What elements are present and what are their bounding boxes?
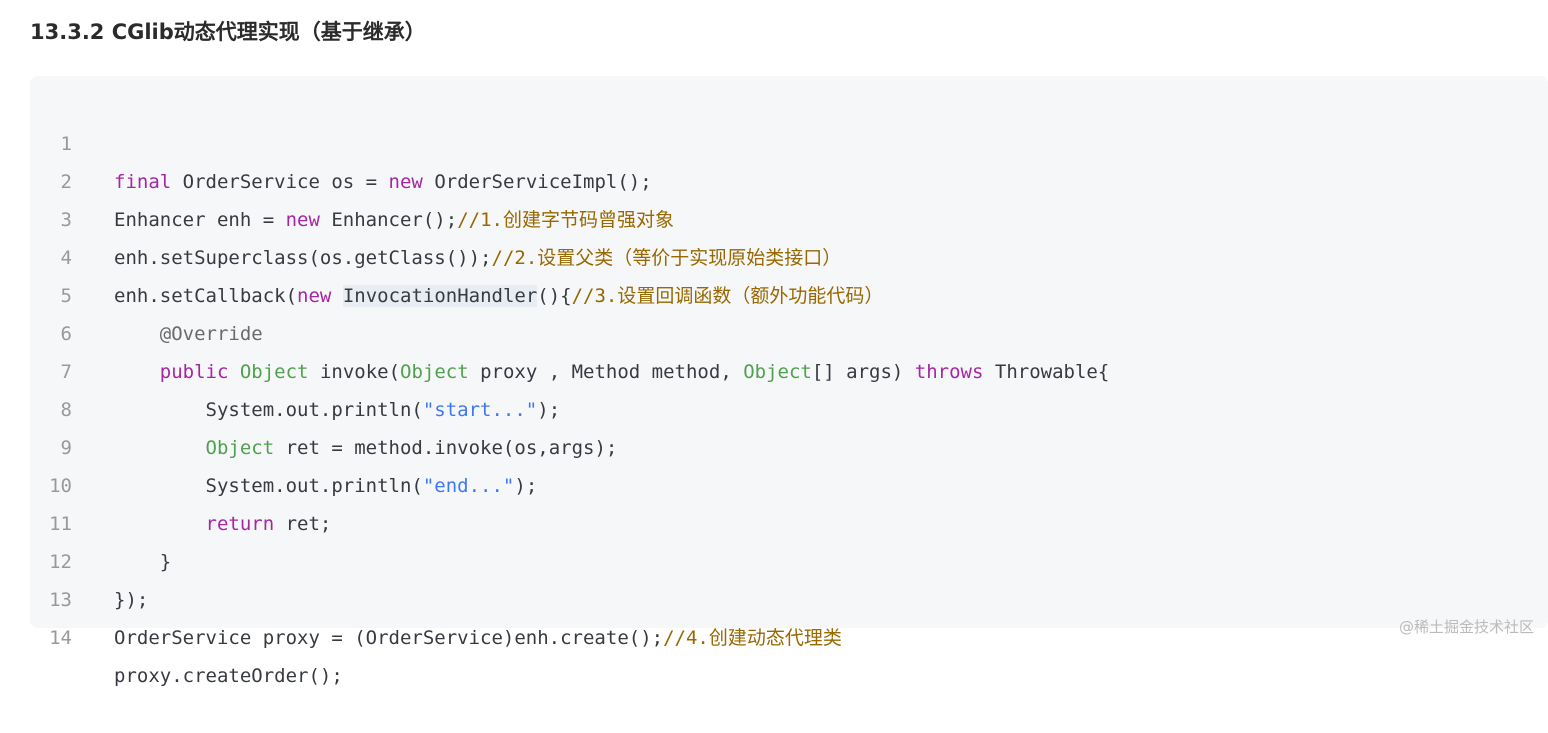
code-token: (){ [537, 285, 572, 307]
code-token [228, 361, 239, 383]
string-literal: "end..." [422, 475, 515, 497]
line-number: 3 [60, 209, 72, 231]
code-token: ret = method.invoke(os,args); [274, 437, 618, 459]
code-token: ); [537, 399, 561, 421]
code-token: proxy , Method method, [468, 361, 744, 383]
code-token: } [114, 551, 172, 573]
keyword: new [297, 285, 332, 307]
code-text: Object ret = method.invoke(os,args); [114, 429, 618, 467]
code-text: }); [114, 581, 148, 619]
line-number: 14 [49, 627, 72, 649]
code-indent [114, 513, 206, 535]
code-token: Throwable{ [983, 361, 1110, 383]
line-number: 6 [60, 323, 72, 345]
code-token [331, 285, 342, 307]
keyword: public [159, 361, 229, 383]
line-number: 2 [60, 171, 72, 193]
code-token: ret; [274, 513, 332, 535]
annotation: @Override [159, 323, 263, 345]
highlighted-identifier: InvocationHandler [342, 285, 538, 307]
code-token: invoke( [308, 361, 401, 383]
code-indent [114, 323, 160, 345]
line-number: 1 [60, 133, 72, 155]
code-line: 3 enh.setSuperclass(os.getClass());//2.设… [30, 163, 842, 269]
code-comment: //2.设置父类（等价于实现原始类接口） [491, 247, 842, 269]
code-text: public Object invoke(Object proxy , Meth… [114, 353, 1110, 391]
code-token: OrderService os = [171, 171, 389, 193]
line-number: 7 [60, 361, 72, 383]
code-text: return ret; [114, 505, 332, 543]
keyword: new [388, 171, 423, 193]
code-text: OrderService proxy = (OrderService)enh.c… [114, 619, 842, 657]
code-line: 14 proxy.createOrder(); [30, 581, 343, 687]
line-number: 11 [49, 513, 72, 535]
line-number: 13 [49, 589, 72, 611]
watermark: @稀土掘金技术社区 [1398, 618, 1534, 636]
code-token: System.out.println( [114, 399, 423, 421]
code-text: } [114, 543, 171, 581]
code-line: 2 Enhancer enh = new Enhancer();//1.创建字节… [30, 125, 674, 231]
code-token: System.out.println( [114, 475, 423, 497]
code-text: Enhancer enh = new Enhancer();//1.创建字节码曾… [114, 201, 674, 239]
code-token: enh.setCallback( [114, 285, 298, 307]
section-heading: 13.3.2 CGlib动态代理实现（基于继承） [30, 20, 426, 44]
code-text: final OrderService os = new OrderService… [114, 163, 652, 201]
code-line: 9 System.out.println("end..."); [30, 391, 538, 497]
line-number: 5 [60, 285, 72, 307]
line-number: 4 [60, 247, 72, 269]
code-text: proxy.createOrder(); [114, 657, 343, 695]
type-name: Object [743, 361, 812, 383]
code-text: enh.setSuperclass(os.getClass());//2.设置父… [114, 239, 841, 277]
keyword: final [114, 171, 172, 193]
line-number: 8 [60, 399, 72, 421]
code-indent [114, 361, 160, 383]
code-token: enh.setSuperclass(os.getClass()); [114, 247, 492, 269]
keyword: return [205, 513, 275, 535]
code-line: 7 System.out.println("start..."); [30, 315, 561, 421]
code-token: }); [114, 589, 149, 611]
keyword: throws [914, 361, 984, 383]
type-name: Object [205, 437, 275, 459]
string-literal: "start..." [422, 399, 538, 421]
code-token: Enhancer(); [319, 209, 458, 231]
code-block: 1 final OrderService os = new OrderServi… [30, 76, 1548, 687]
type-name: Object [400, 361, 469, 383]
code-token: OrderServiceImpl(); [422, 171, 652, 193]
line-number: 12 [49, 551, 72, 573]
code-indent [114, 437, 206, 459]
code-token: proxy.createOrder(); [114, 665, 343, 687]
code-comment: //4.创建动态代理类 [663, 627, 842, 649]
code-line: 10 return ret; [30, 429, 331, 535]
code-line: 4 enh.setCallback(new InvocationHandler(… [30, 201, 883, 307]
code-token: [] args) [811, 361, 915, 383]
line-number: 10 [49, 475, 72, 497]
code-line: 6 public Object invoke(Object proxy , Me… [30, 277, 1110, 383]
code-line: 1 final OrderService os = new OrderServi… [30, 87, 652, 193]
code-comment: //1.创建字节码曾强对象 [457, 209, 674, 231]
code-comment: //3.设置回调函数（额外功能代码） [571, 285, 884, 307]
code-line: 8 Object ret = method.invoke(os,args); [30, 353, 618, 459]
type-name: Object [239, 361, 309, 383]
code-token: Enhancer enh = [114, 209, 286, 231]
code-text: @Override [114, 315, 263, 353]
code-line: 5 @Override [30, 239, 263, 345]
code-line: 12 }); [30, 505, 148, 611]
code-line: 13 OrderService proxy = (OrderService)en… [30, 543, 842, 649]
code-text: System.out.println("start..."); [114, 391, 561, 429]
code-token: ); [514, 475, 538, 497]
line-number: 9 [60, 437, 72, 459]
keyword: new [285, 209, 320, 231]
code-line: 11 } [30, 467, 171, 573]
code-token: OrderService proxy = (OrderService)enh.c… [114, 627, 664, 649]
code-text: System.out.println("end..."); [114, 467, 538, 505]
code-text: enh.setCallback(new InvocationHandler(){… [114, 277, 883, 315]
